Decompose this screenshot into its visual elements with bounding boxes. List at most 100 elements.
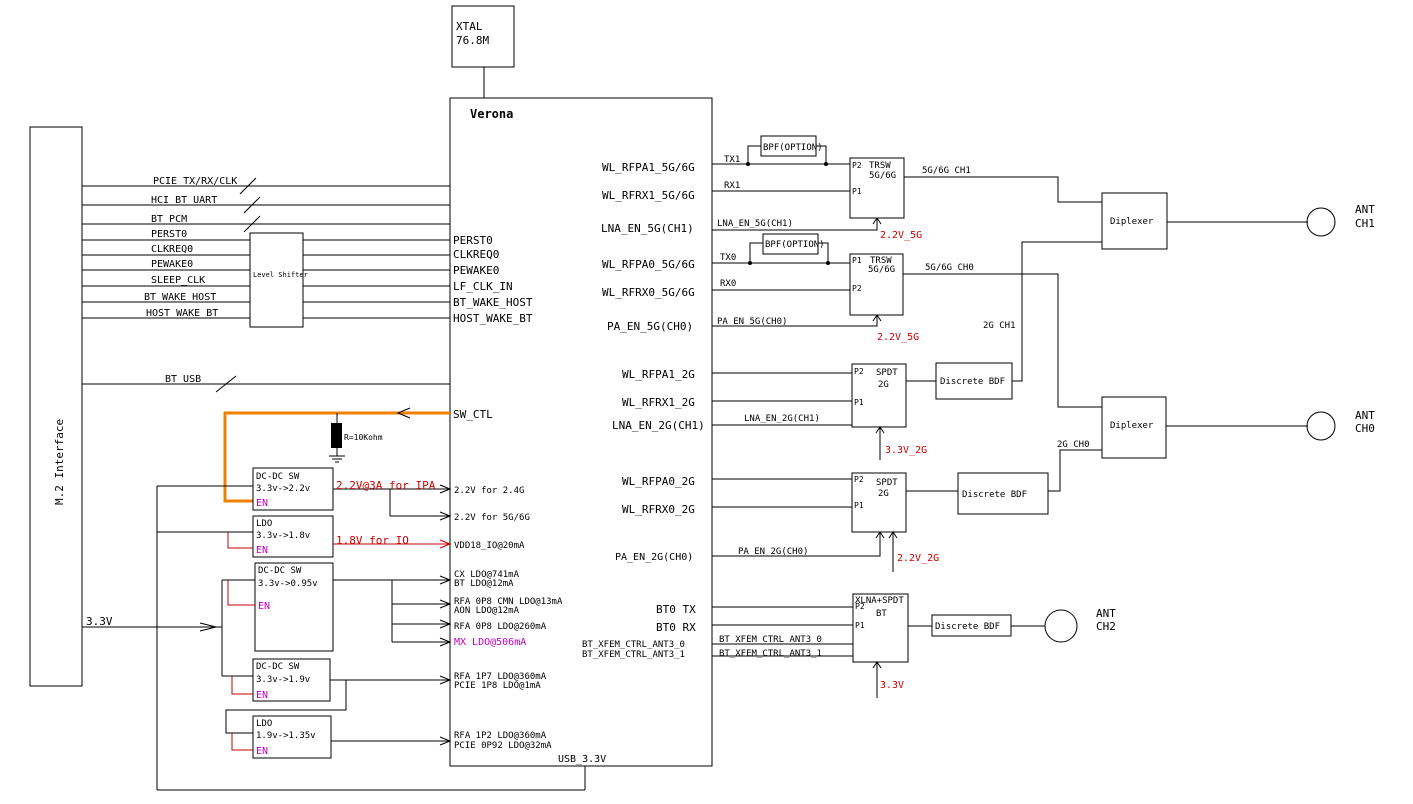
reg5-conversion: 1.9v->1.35v <box>256 731 316 741</box>
rf-chain-2g-ch1: LNA_EN_2G(CH1) P2 P1 SPDT 2G 3.3V_2G Dis… <box>712 241 1102 460</box>
reg2-output-label: 1.8V for IO <box>336 534 409 547</box>
pin-rfrx0-2g: WL_RFRX0_2G <box>622 503 695 516</box>
spdt1-p2: P2 <box>854 367 864 376</box>
net-pcie-label: PCIE TX/RX/CLK <box>153 176 237 187</box>
diplexer1-label: Diplexer <box>1110 217 1154 227</box>
antenna-ch2-icon <box>1044 609 1078 643</box>
antenna-ch0-channel: CH0 <box>1355 422 1375 435</box>
net-bt-usb-label: BT_USB <box>165 374 201 385</box>
xlna-power: 3.3V <box>880 680 904 691</box>
pin-bt-ldo: BT LDO@12mA <box>454 579 514 589</box>
reg1-type: DC-DC SW <box>256 472 300 482</box>
pin-rfpa1-2g: WL_RFPA1_2G <box>622 368 695 381</box>
regulator-dcdc-2v2: DC-DC SW 3.3v->2.2v EN 2.2V@3A for IPA <box>252 467 452 521</box>
pin-lf-clk: LF_CLK_IN <box>453 280 513 293</box>
level-shifter-block: Level Shifter <box>249 232 450 328</box>
rf-chain-bt: BT_XFEM_CTRL_ANT3_0 BT_XFEM_CTRL_ANT3_1 … <box>712 593 1045 698</box>
spdt1-band: 2G <box>878 380 889 390</box>
pin-pewake: PEWAKE0 <box>453 264 499 277</box>
bdf2-block <box>957 472 1049 515</box>
reg1-output-label: 2.2V@3A for IPA <box>336 479 436 492</box>
antenna-ch1-icon <box>1306 207 1336 237</box>
net-ant3-0: BT_XFEM_CTRL_ANT3_0 <box>719 635 822 645</box>
reg4-type: DC-DC SW <box>256 662 300 672</box>
rf-chain-5g-ch0: BPF(OPTION) TX0 RX0 PA_EN_5G(CH0) P1 P2 … <box>712 233 1102 408</box>
spdt2-power: 2.2V_2G <box>897 553 939 564</box>
reg4-conversion: 3.3v->1.9v <box>256 675 310 685</box>
rf-chain-5g-ch1: BPF(OPTION) TX1 RX1 LNA_EN_5G(CH1) P2 P1… <box>712 135 1102 241</box>
resistor-label: R=10Kohm <box>344 433 383 442</box>
antenna-ch1-channel: CH1 <box>1355 217 1375 230</box>
trsw2-band: 5G/6G <box>868 265 895 275</box>
pin-cx: CX LDO@741mA <box>454 570 520 580</box>
net-2g-ch1: 2G CH1 <box>983 321 1016 331</box>
trsw1-power: 2.2V_5G <box>880 230 922 241</box>
spdt1-power: 3.3V_2G <box>885 445 927 456</box>
diplexer-ch0: Diplexer <box>1101 396 1308 459</box>
pin-rfa-0p8: RFA 0P8 LDO@260mA <box>454 622 547 632</box>
pin-rfrx1-2g: WL_RFRX1_2G <box>622 396 695 409</box>
pin-host-wake: HOST_WAKE_BT <box>453 312 533 325</box>
net-pa-en-5g: PA_EN_5G(CH0) <box>717 317 787 327</box>
antenna-ch2: ANT CH2 <box>1044 607 1116 643</box>
level-shifter-label: Level Shifter <box>253 271 308 279</box>
bdf3-label: Discrete BDF <box>935 622 1000 632</box>
diplexer2-label: Diplexer <box>1110 421 1154 431</box>
xlna-block <box>852 593 909 663</box>
pin-ant3-1: BT_XFEM_CTRL_ANT3_1 <box>582 650 685 660</box>
reg1-enable: EN <box>256 498 268 509</box>
spdt2-label: SPDT <box>876 478 898 488</box>
reg2-enable: EN <box>256 545 268 556</box>
antenna-ch1-label: ANT <box>1355 203 1375 216</box>
reg5-enable: EN <box>256 746 268 757</box>
antenna-ch0: ANT CH0 <box>1306 409 1375 441</box>
pin-rfrx0-5g: WL_RFRX0_5G/6G <box>602 286 695 299</box>
pin-lna-en-5g: LNA_EN_5G(CH1) <box>601 222 694 235</box>
net-perst-label: PERST0 <box>151 229 187 240</box>
spdt2-p1: P1 <box>854 501 864 510</box>
net-rx0: RX0 <box>720 279 736 289</box>
trsw1-p1: P1 <box>852 187 862 196</box>
net-lna-en-5g: LNA_EN_5G(CH1) <box>717 219 793 229</box>
trsw1-label: TRSW <box>869 161 891 171</box>
net-pa-en-2g: PA_EN_2G(CH0) <box>738 547 808 557</box>
reg1-conversion: 3.3v->2.2v <box>256 484 310 494</box>
net-sleep-clk-label: SLEEP_CLK <box>151 275 205 286</box>
pin-bt0-rx: BT0 RX <box>656 621 696 634</box>
net-clkreq-label: CLKREQ0 <box>151 244 193 255</box>
regulator-ldo-1v35: LDO 1.9v->1.35v EN <box>231 715 452 759</box>
m2-interface-block: M.2 Interface <box>29 126 83 687</box>
pin-bt0-tx: BT0 TX <box>656 603 696 616</box>
left-bus: PCIE TX/RX/CLK HCI_BT_UART BT_PCM PERST0… <box>82 176 450 632</box>
pin-2v2-24g: 2.2V for 2.4G <box>454 486 524 496</box>
net-3v3-label: 3.3V <box>86 615 113 628</box>
spdt1-label: SPDT <box>876 368 898 378</box>
reg5-type: LDO <box>256 719 272 729</box>
soc-right-pins: WL_RFPA1_5G/6G WL_RFRX1_5G/6G LNA_EN_5G(… <box>582 161 705 660</box>
pin-vdd18: VDD18_IO@20mA <box>454 541 525 551</box>
trsw2-power: 2.2V_5G <box>877 332 919 343</box>
pin-rfpa0-5g: WL_RFPA0_5G/6G <box>602 258 695 271</box>
spdt2-p2: P2 <box>854 475 864 484</box>
regulator-dcdc-1v9: DC-DC SW 3.3v->1.9v EN <box>225 658 452 734</box>
trsw2-p2: P2 <box>852 284 862 293</box>
pin-pa-en-2g: PA_EN_2G(CH0) <box>615 552 693 563</box>
trsw1-block <box>849 157 905 219</box>
reg3-enable: EN <box>258 601 270 612</box>
net-host-wake-label: HOST_WAKE_BT <box>146 308 218 319</box>
pin-rfa-0p8-cmn: RFA 0P8 CMN LDO@13mA <box>454 597 563 607</box>
pin-rfrx1-5g: WL_RFRX1_5G/6G <box>602 189 695 202</box>
net-pcm-label: BT_PCM <box>151 214 187 225</box>
bpf2-label: BPF(OPTION) <box>765 240 825 250</box>
reg4-enable: EN <box>256 690 268 701</box>
net-2g-ch0: 2G CH0 <box>1057 440 1090 450</box>
antenna-ch2-channel: CH2 <box>1096 620 1116 633</box>
reg2-conversion: 3.3v->1.8v <box>256 531 310 541</box>
net-bt-wake-label: BT_WAKE_HOST <box>144 292 216 303</box>
diplexer-ch1: Diplexer <box>1101 192 1308 250</box>
net-pewake-label: PEWAKE0 <box>151 259 193 270</box>
pin-pcie-0p92: PCIE 0P92 LDO@32mA <box>454 741 552 751</box>
spdt2-band: 2G <box>878 489 889 499</box>
xtal-frequency: 76.8M <box>456 34 489 47</box>
